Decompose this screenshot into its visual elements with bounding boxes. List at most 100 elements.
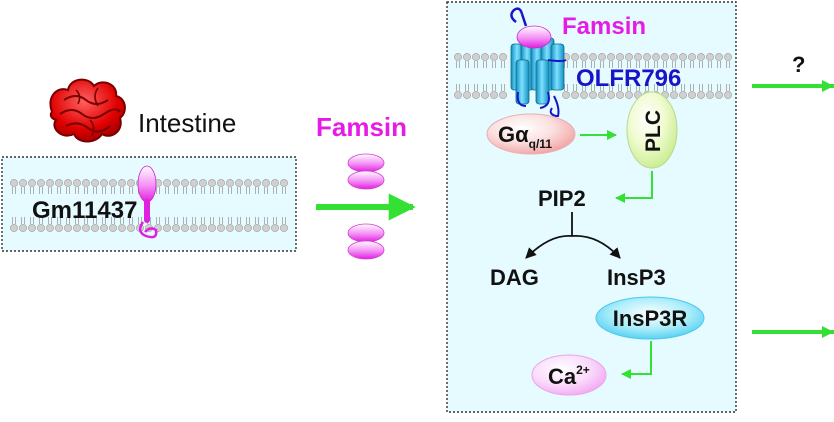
lipid-head xyxy=(181,179,189,187)
lipid-head xyxy=(463,53,471,61)
lipid-tail xyxy=(465,84,469,91)
lipid-tail xyxy=(111,187,115,194)
lipid-tail xyxy=(201,187,205,194)
lipid-tail xyxy=(492,84,496,91)
lipid-tail xyxy=(129,217,133,224)
lipid-head xyxy=(100,224,108,232)
lipid-tail xyxy=(726,61,730,68)
lipid-tail xyxy=(483,84,487,91)
famsin-peptide-icon xyxy=(347,153,385,260)
lipid-head xyxy=(235,179,243,187)
plc-label: PLC xyxy=(642,110,665,152)
lipid-tail xyxy=(501,84,505,91)
lipid-tail xyxy=(699,84,703,91)
lipid-head xyxy=(208,224,216,232)
lipid-head xyxy=(163,179,171,187)
lipid-tail xyxy=(672,61,676,68)
g-alpha-q11-node xyxy=(486,113,576,155)
lipid-tail xyxy=(636,61,640,68)
lipid-tail xyxy=(618,61,622,68)
calcium-label: Ca2+ xyxy=(548,363,590,389)
lipid-tail xyxy=(564,61,568,68)
lipid-tail xyxy=(57,187,61,194)
lipid-head xyxy=(562,91,570,99)
lipid-tail xyxy=(474,84,478,91)
lipid-head xyxy=(127,179,135,187)
lipid-tail xyxy=(156,217,160,224)
lipid-head xyxy=(472,53,480,61)
lipid-head xyxy=(607,53,615,61)
lipid-tail xyxy=(645,61,649,68)
lipid-head xyxy=(715,91,723,99)
lipid-head xyxy=(706,53,714,61)
lipid-head xyxy=(190,179,198,187)
left-lipid-bilayer xyxy=(10,179,288,232)
lipid-tail xyxy=(39,217,43,224)
lipid-tail xyxy=(636,84,640,91)
lipid-tail xyxy=(264,217,268,224)
lipid-tail xyxy=(246,187,250,194)
lipid-head xyxy=(199,224,207,232)
lipid-head xyxy=(55,179,63,187)
lipid-tail xyxy=(30,217,34,224)
lipid-head xyxy=(724,53,732,61)
lipid-head xyxy=(625,91,633,99)
lipid-head xyxy=(472,91,480,99)
lipid-tail xyxy=(690,61,694,68)
dag-label: DAG xyxy=(490,265,539,290)
lipid-tail xyxy=(654,84,658,91)
lipid-tail xyxy=(609,61,613,68)
lipid-tail xyxy=(672,84,676,91)
lipid-tail xyxy=(627,84,631,91)
lipid-head xyxy=(706,91,714,99)
lipid-tail xyxy=(600,61,604,68)
lipid-tail xyxy=(717,84,721,91)
lipid-tail xyxy=(219,187,223,194)
lipid-tail xyxy=(12,217,16,224)
lipid-head xyxy=(109,179,117,187)
insp3r-to-ca-arrow xyxy=(621,341,652,379)
lipid-tail xyxy=(654,61,658,68)
lipid-tail xyxy=(564,84,568,91)
lipid-tail xyxy=(663,84,667,91)
lipid-head xyxy=(262,179,270,187)
lipid-tail xyxy=(582,84,586,91)
lipid-head xyxy=(91,224,99,232)
lipid-head xyxy=(10,224,18,232)
lipid-tail xyxy=(21,187,25,194)
lipid-tail xyxy=(93,187,97,194)
lipid-tail xyxy=(84,187,88,194)
lipid-tail xyxy=(573,84,577,91)
lipid-head xyxy=(571,53,579,61)
lipid-tail xyxy=(609,84,613,91)
lipid-head xyxy=(463,91,471,99)
lipid-tail xyxy=(264,187,268,194)
lipid-tail xyxy=(255,187,259,194)
lipid-tail xyxy=(210,187,214,194)
lipid-tail xyxy=(618,84,622,91)
lipid-head xyxy=(481,91,489,99)
lipid-tail xyxy=(273,187,277,194)
lipid-tail xyxy=(174,187,178,194)
lipid-tail xyxy=(30,187,34,194)
lipid-tail xyxy=(57,217,61,224)
lipid-tail xyxy=(483,61,487,68)
lipid-head xyxy=(271,224,279,232)
calcium-node xyxy=(531,354,607,396)
lipid-tail xyxy=(237,187,241,194)
olfr796-receptor xyxy=(510,7,567,117)
lipid-tail xyxy=(129,187,133,194)
lipid-tail xyxy=(84,217,88,224)
lipid-head xyxy=(643,53,651,61)
lipid-head xyxy=(490,91,498,99)
lipid-tail xyxy=(255,217,259,224)
lipid-tail xyxy=(456,84,460,91)
plc-node xyxy=(626,91,678,169)
lipid-tail xyxy=(228,187,232,194)
lipid-tail xyxy=(726,84,730,91)
lipid-tail xyxy=(681,84,685,91)
lipid-head xyxy=(226,179,234,187)
lipid-tail xyxy=(708,61,712,68)
lipid-head xyxy=(670,91,678,99)
